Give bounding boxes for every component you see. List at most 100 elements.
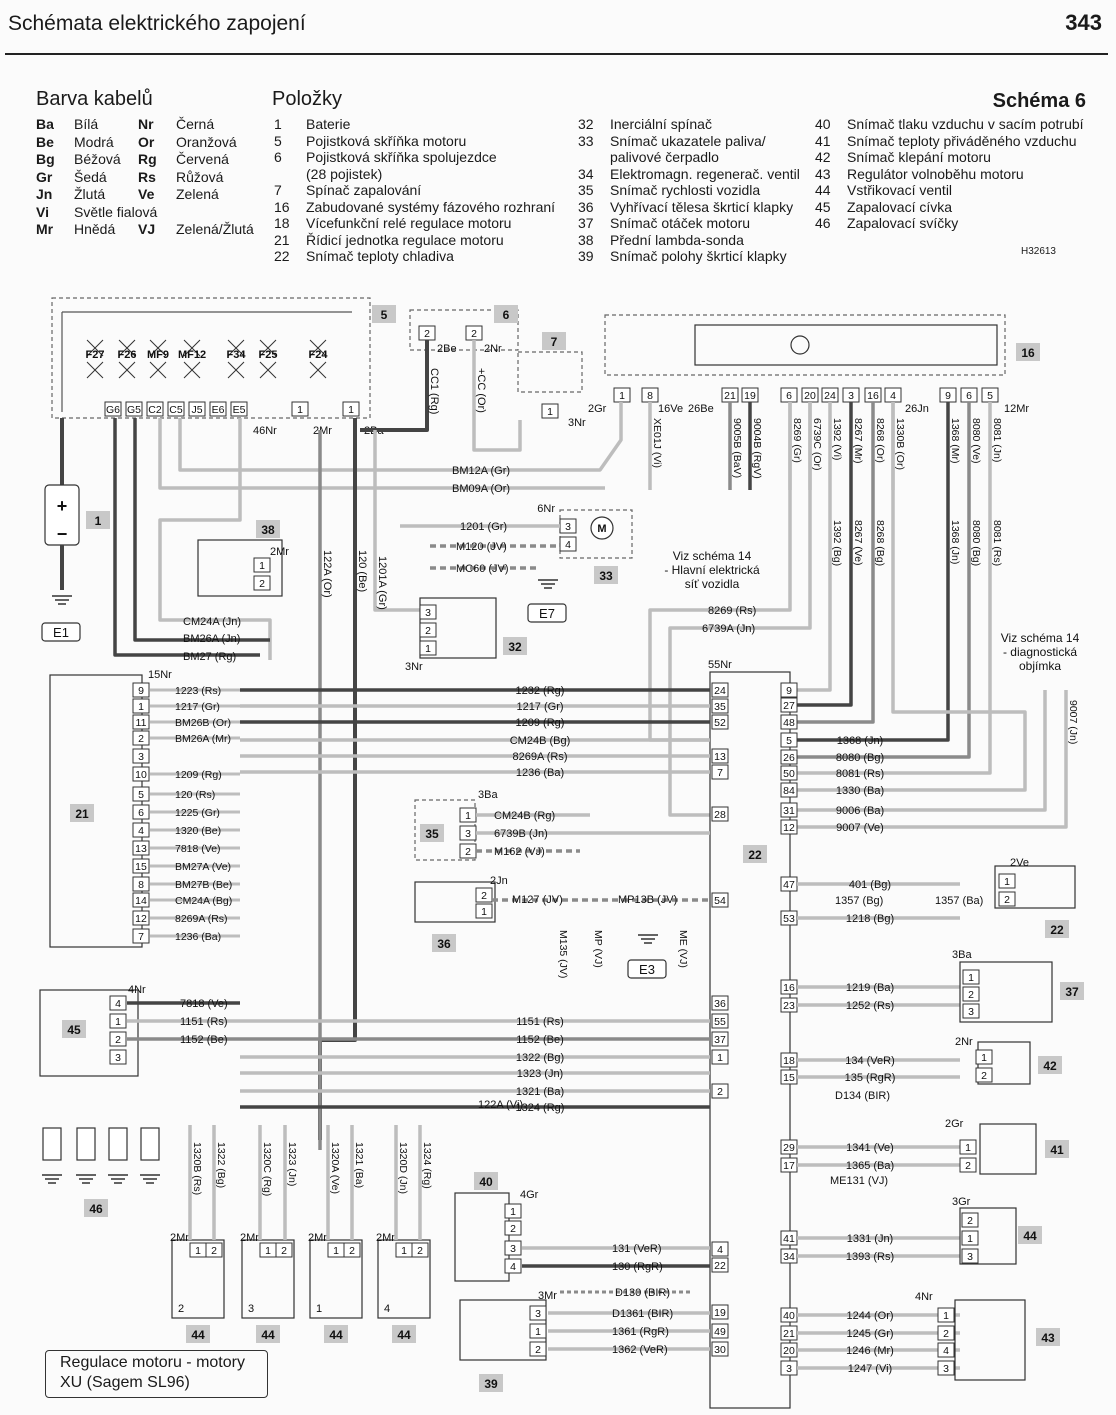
- pin: [959, 1139, 977, 1155]
- fuse-box-pin: [188, 401, 206, 417]
- pin: [529, 1323, 547, 1339]
- item-number: 36: [578, 198, 594, 215]
- caption-line-1: Regulace motoru - motory: [60, 1354, 245, 1371]
- component-43: [954, 1299, 1026, 1381]
- pin-label: 13: [135, 843, 147, 855]
- page-number: 343: [1065, 10, 1102, 35]
- fuse-label: F25: [259, 349, 278, 361]
- wire-label: 1320 (Be): [175, 825, 221, 837]
- fuse-box-pin: [125, 401, 143, 417]
- component-tag: [372, 305, 396, 323]
- pin: [504, 1220, 522, 1236]
- page-header: Schémata elektrického zapojení 343: [0, 0, 1116, 60]
- pin-label: 2: [211, 1245, 217, 1257]
- connector-label: 12Mr: [1004, 403, 1029, 415]
- pin: [275, 1242, 293, 1258]
- wire-bm27: [113, 418, 260, 657]
- pin-label: 5: [987, 390, 993, 402]
- relay-18-pin: [132, 714, 150, 730]
- item-label: Spínač zapalování: [306, 182, 422, 198]
- pin-label: 12: [783, 822, 795, 834]
- pin-label: 12: [135, 913, 147, 925]
- component-tag: [1045, 920, 1069, 938]
- wire-label: 1244 (Or): [846, 1310, 893, 1322]
- wire-label: 8081 (Rs): [991, 520, 1003, 566]
- note-schema14: síť vozidla: [685, 577, 740, 591]
- fuse-box-pin: [209, 401, 227, 417]
- fuse-box-pin: [291, 401, 309, 417]
- note-schema14: objímka: [1019, 659, 1061, 673]
- wire-label: 1152 (Be): [516, 1034, 564, 1046]
- wire-cm24a: [158, 418, 272, 660]
- pin-label: 2: [943, 1328, 949, 1340]
- relay-18-pin: [132, 698, 150, 714]
- color-name: Bílá: [74, 116, 99, 132]
- pin-label: 8: [138, 879, 144, 891]
- color-name: Červená: [176, 151, 229, 167]
- item-number: 33: [578, 132, 594, 149]
- pin: [937, 1360, 955, 1376]
- pin: [475, 903, 493, 919]
- component-35: [414, 799, 476, 861]
- wire-cc: [472, 340, 522, 452]
- pin-label: 19: [714, 1307, 726, 1319]
- pin-label: 7: [717, 767, 723, 779]
- pin: [959, 1157, 977, 1173]
- fuse-icon: [309, 339, 327, 379]
- wire-label: 1320C (Rg): [261, 1142, 273, 1196]
- wire-1330: [790, 402, 1027, 792]
- wire-label: 1201A (Gr): [376, 556, 388, 610]
- component-tag: [186, 1325, 210, 1343]
- wire-label: BM27 (Rg): [183, 651, 236, 663]
- component-tag: [84, 1199, 108, 1217]
- pin-label: 4: [890, 390, 896, 402]
- relay-18-pin: [132, 682, 150, 698]
- color-code: Vi: [36, 203, 49, 220]
- component-tag: [62, 1020, 86, 1038]
- component-tag: [420, 824, 444, 842]
- figure-ref: H32613: [1020, 246, 1056, 257]
- component-tag-label: 45: [67, 1023, 81, 1037]
- wire-label: M135 (JV): [557, 930, 569, 978]
- component-tag: [743, 845, 767, 863]
- battery-plus: +: [57, 496, 68, 516]
- relay-18-pin: [132, 928, 150, 944]
- wire-label: MP13B (JV): [618, 894, 677, 906]
- fuse-icon: [86, 339, 104, 379]
- pin-label: 48: [783, 717, 795, 729]
- component-tag-label: 38: [261, 523, 275, 537]
- pin-label: 2: [965, 1160, 971, 1172]
- ecu-pin-right: [780, 782, 798, 798]
- color-code: Nr: [138, 116, 154, 132]
- component-tag: [474, 1172, 498, 1190]
- pin-label: 9: [138, 685, 144, 697]
- component-tag: [324, 1325, 348, 1343]
- wire-label: BM27A (Ve): [175, 861, 231, 873]
- ground-label: E1: [53, 625, 69, 640]
- connector-label: 16Ve: [658, 403, 683, 415]
- wire-label: MC60 (JV): [456, 563, 509, 575]
- pin-label: 3: [510, 1243, 516, 1255]
- injector-number: 2: [178, 1303, 184, 1315]
- item-label: Snímač tlaku vzduchu v sacím potrubí: [847, 116, 1084, 132]
- wire-8081: [790, 490, 992, 775]
- color-name: Béžová: [74, 151, 121, 167]
- wire-label: 1341 (Ve): [846, 1142, 894, 1154]
- wire-label: 1322 (Bg): [516, 1052, 564, 1064]
- pin: [109, 1031, 127, 1047]
- item-number: 6: [274, 149, 282, 165]
- color-code: Be: [36, 133, 54, 150]
- colors-title: Barva kabelů: [36, 88, 153, 110]
- pin-label: 1: [943, 1310, 949, 1322]
- pin-label: 23: [783, 1000, 795, 1012]
- color-code: Rg: [138, 151, 157, 167]
- spark-plug: [140, 1127, 160, 1161]
- note-schema14: Viz schéma 14: [1001, 631, 1080, 645]
- wire-label: 1361 (RgR): [612, 1326, 669, 1338]
